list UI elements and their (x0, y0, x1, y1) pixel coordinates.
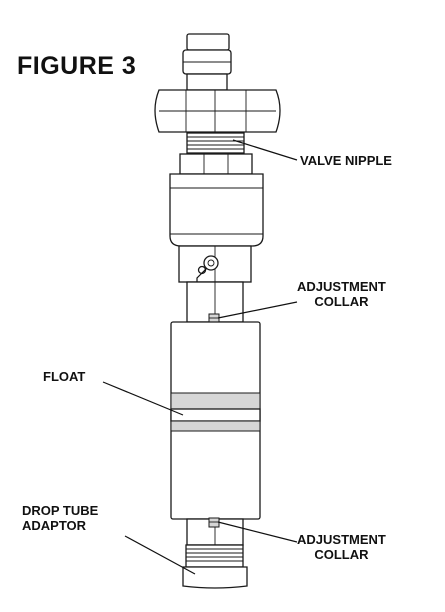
adjustment-collar-top-line-1: ADJUSTMENT (297, 279, 386, 294)
cam-lock-adapter (182, 33, 232, 91)
adjustment-collar-top-line-2: COLLAR (314, 294, 369, 309)
lower-collar-leader (217, 521, 298, 543)
adjustment-collar-top-label: ADJUSTMENT COLLAR (297, 279, 386, 309)
drop-tube-leader (124, 535, 196, 575)
hex-coupling-nut (154, 89, 281, 133)
float-label: FLOAT (43, 369, 86, 384)
valve-nipple-leader (232, 139, 298, 161)
drop-tube-adaptor-line-2: ADAPTOR (22, 518, 87, 533)
drop-tube-adaptor-label: DROP TUBE ADAPTOR (22, 503, 98, 533)
lower-stem (186, 517, 244, 546)
drop-tube-threads (185, 544, 244, 568)
upper-hex-body (179, 153, 253, 175)
float-body (170, 321, 261, 520)
figure-title: FIGURE 3 (17, 52, 137, 80)
drop-tube-adaptor-ring (182, 566, 248, 589)
drop-tube-adaptor-line-1: DROP TUBE (22, 503, 99, 518)
valve-nipple-label: VALVE NIPPLE (300, 153, 392, 168)
adjustment-collar-bottom-line-2: COLLAR (314, 547, 369, 562)
upper-adjustment-collar-detail (208, 313, 220, 323)
float-leader (102, 381, 184, 416)
adjustment-collar-bottom-line-1: ADJUSTMENT (297, 532, 386, 547)
adjustment-collar-bottom-label: ADJUSTMENT COLLAR (297, 532, 386, 562)
upper-collar-leader (217, 301, 298, 319)
valve-body (169, 173, 264, 247)
valve-nipple-threads (186, 132, 245, 154)
